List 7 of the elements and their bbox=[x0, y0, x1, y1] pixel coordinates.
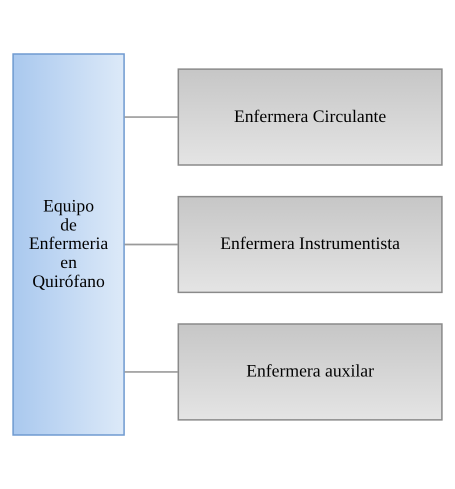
node-box: Enfermera auxilar bbox=[178, 323, 443, 421]
connector bbox=[124, 244, 178, 246]
node-box: Enfermera Instrumentista bbox=[178, 196, 443, 294]
connector bbox=[124, 371, 178, 373]
node-box: Enfermera Circulante bbox=[178, 68, 443, 166]
node-box: Equipo de Enfermeria en Quirófano bbox=[12, 53, 125, 436]
connector bbox=[124, 116, 178, 118]
